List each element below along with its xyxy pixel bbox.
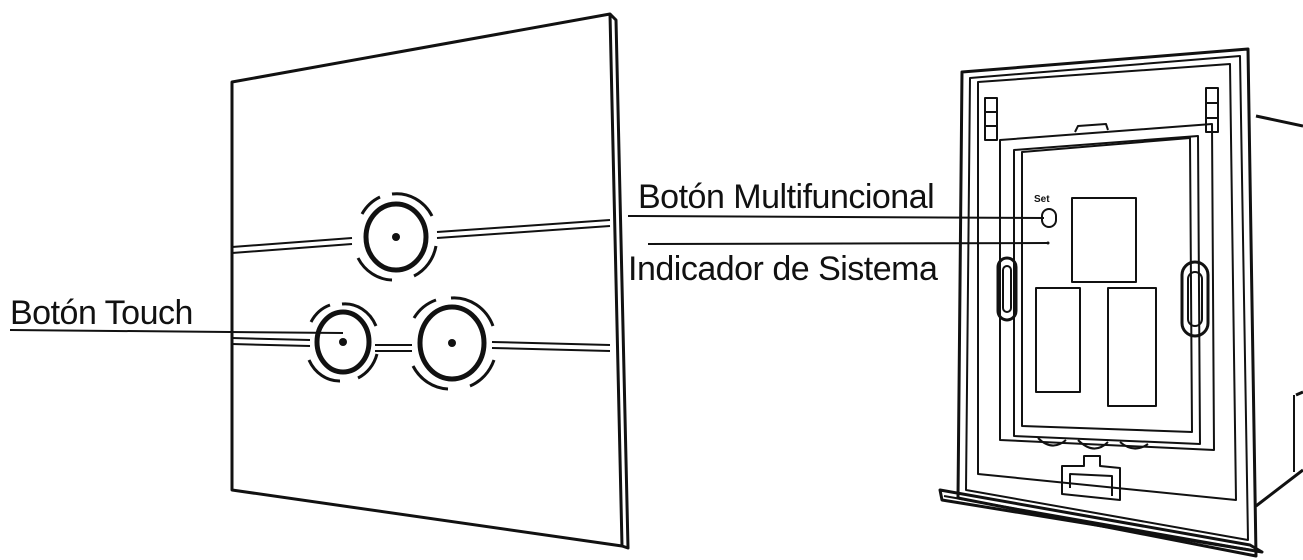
front-panel-edge [608, 12, 630, 550]
callout-system-indicator: Indicador de Sistema [628, 242, 1049, 288]
bottom-terminals [1037, 437, 1149, 450]
pcb-board [1021, 137, 1193, 433]
callout-touch-button: Botón Touch [9, 294, 344, 334]
component-chip [1071, 197, 1137, 283]
label-system-indicator: Indicador de Sistema [628, 250, 938, 288]
upper-separator-line [231, 219, 611, 254]
touch-button-top[interactable] [356, 192, 438, 282]
leader-line-touch-button [9, 329, 344, 334]
relay-left [1035, 287, 1081, 393]
set-button[interactable] [1041, 208, 1057, 228]
side-latch-left [996, 256, 1018, 322]
front-panel-face [230, 12, 624, 548]
label-set: Set [1034, 194, 1050, 205]
back-module [938, 47, 1303, 558]
touch-button-bottom-left[interactable] [307, 302, 379, 383]
callout-multifunction-button: Botón Multifuncional [627, 178, 1045, 219]
module-outer-frame [956, 47, 1258, 558]
module-side-body [1255, 114, 1303, 508]
label-touch-button: Botón Touch [10, 294, 193, 332]
mounting-plate [999, 123, 1215, 451]
module-bottom-ledge [938, 488, 1264, 554]
front-touch-panel [230, 12, 630, 550]
label-multifunction-button: Botón Multifuncional [638, 178, 934, 216]
bottom-clip [1061, 455, 1121, 501]
relay-right [1107, 287, 1157, 407]
leader-line-multifunction-button [627, 215, 1045, 219]
side-latch-right [1180, 260, 1210, 338]
corner-slot-top-left [984, 97, 998, 141]
lower-separator-line [231, 337, 611, 352]
touch-button-bottom-right[interactable] [411, 296, 496, 391]
leader-line-system-indicator [647, 242, 1049, 245]
